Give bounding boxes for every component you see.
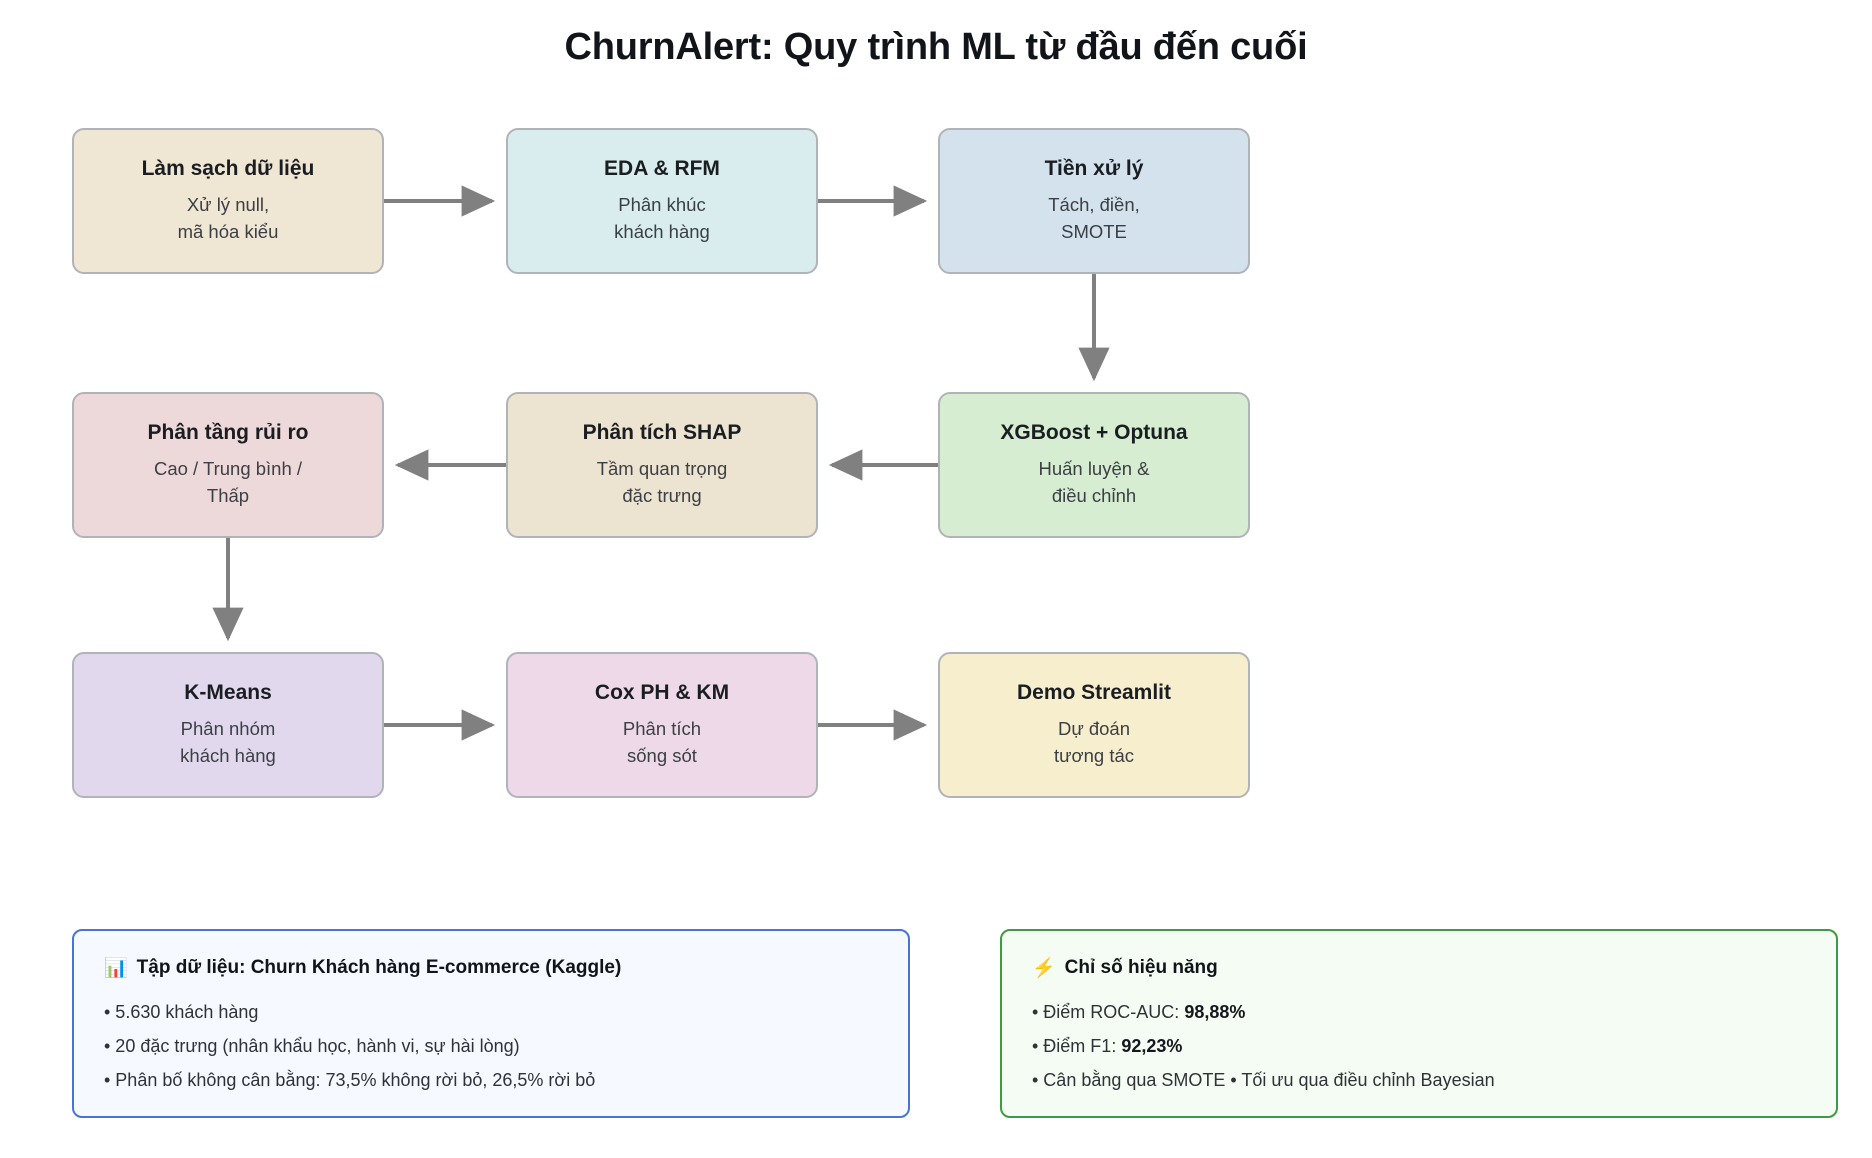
node-title: Demo Streamlit — [1016, 681, 1172, 705]
node-risk-tiering[interactable]: Phân tầng rủi ro Cao / Trung bình / Thấp — [72, 392, 384, 538]
dataset-panel-heading: 📊 Tập dữ liệu: Churn Khách hàng E-commer… — [104, 957, 878, 979]
node-eda-rfm[interactable]: EDA & RFM Phân khúc khách hàng — [506, 128, 818, 274]
node-title: Phân tầng rủi ro — [147, 421, 309, 445]
metric-value: 92,23% — [1121, 1036, 1183, 1057]
performance-line: • Cân bằng qua SMOTE • Tối ưu qua điều c… — [1032, 1063, 1806, 1097]
page-title: ChurnAlert: Quy trình ML từ đầu đến cuối — [564, 26, 1308, 68]
node-description: Tách, điền, SMOTE — [1048, 194, 1140, 243]
node-title: Làm sạch dữ liệu — [141, 157, 315, 181]
performance-panel-heading: ⚡ Chỉ số hiệu năng — [1032, 957, 1806, 979]
node-title: XGBoost + Optuna — [1000, 421, 1188, 445]
node-xgboost-optuna[interactable]: XGBoost + Optuna Huấn luyện & điều chỉnh — [938, 392, 1250, 538]
node-description: Xử lý null, mã hóa kiểu — [177, 194, 279, 243]
node-kmeans[interactable]: K-Means Phân nhóm khách hàng — [72, 652, 384, 798]
node-title: Cox PH & KM — [594, 681, 730, 705]
node-title: EDA & RFM — [604, 157, 720, 181]
node-title: Tiền xử lý — [1044, 157, 1144, 181]
node-title: Phân tích SHAP — [582, 421, 742, 445]
node-title: K-Means — [184, 681, 272, 705]
node-description: Cao / Trung bình / Thấp — [153, 458, 303, 507]
dataset-info-panel: 📊 Tập dữ liệu: Churn Khách hàng E-commer… — [72, 929, 910, 1118]
dataset-heading-text: Tập dữ liệu: Churn Khách hàng E-commerce… — [136, 957, 622, 978]
node-description: Phân khúc khách hàng — [614, 194, 710, 243]
metric-value: 98,88% — [1184, 1002, 1246, 1022]
node-shap-analysis[interactable]: Phân tích SHAP Tầm quan trọng đặc trưng — [506, 392, 818, 538]
node-description: Huấn luyện & điều chỉnh — [1038, 458, 1150, 507]
performance-line: • Điểm ROC-AUC: 98,88% — [1032, 995, 1806, 1029]
metric-label: • Cân bằng qua SMOTE • Tối ưu qua điều c… — [1032, 1070, 1495, 1091]
lightning-bolt-icon: ⚡ — [1032, 957, 1056, 979]
node-description: Phân tích sống sót — [622, 718, 702, 767]
node-streamlit-demo[interactable]: Demo Streamlit Dự đoán tương tác — [938, 652, 1250, 798]
node-preprocessing[interactable]: Tiền xử lý Tách, điền, SMOTE — [938, 128, 1250, 274]
node-description: Phân nhóm khách hàng — [180, 718, 276, 767]
performance-info-panel: ⚡ Chỉ số hiệu năng • Điểm ROC-AUC: 98,88… — [1000, 929, 1838, 1118]
node-description: Dự đoán tương tác — [1053, 718, 1135, 767]
dataset-line: • 20 đặc trưng (nhân khẩu học, hành vi, … — [104, 1036, 520, 1057]
node-description: Tầm quan trọng đặc trưng — [596, 458, 728, 507]
bar-chart-icon: 📊 — [104, 957, 128, 979]
metric-label: • Điểm F1: — [1032, 1036, 1122, 1057]
node-cox-ph-km[interactable]: Cox PH & KM Phân tích sống sót — [506, 652, 818, 798]
performance-heading-text: Chỉ số hiệu năng — [1064, 957, 1218, 978]
dataset-line: • Phân bố không cân bằng: 73,5% không rờ… — [104, 1070, 596, 1091]
node-data-cleaning[interactable]: Làm sạch dữ liệu Xử lý null, mã hóa kiểu — [72, 128, 384, 274]
performance-line: • Điểm F1: 92,23% — [1032, 1029, 1806, 1063]
metric-label: • Điểm ROC-AUC: — [1032, 1002, 1185, 1022]
dataset-line: • 5.630 khách hàng — [104, 1002, 259, 1022]
